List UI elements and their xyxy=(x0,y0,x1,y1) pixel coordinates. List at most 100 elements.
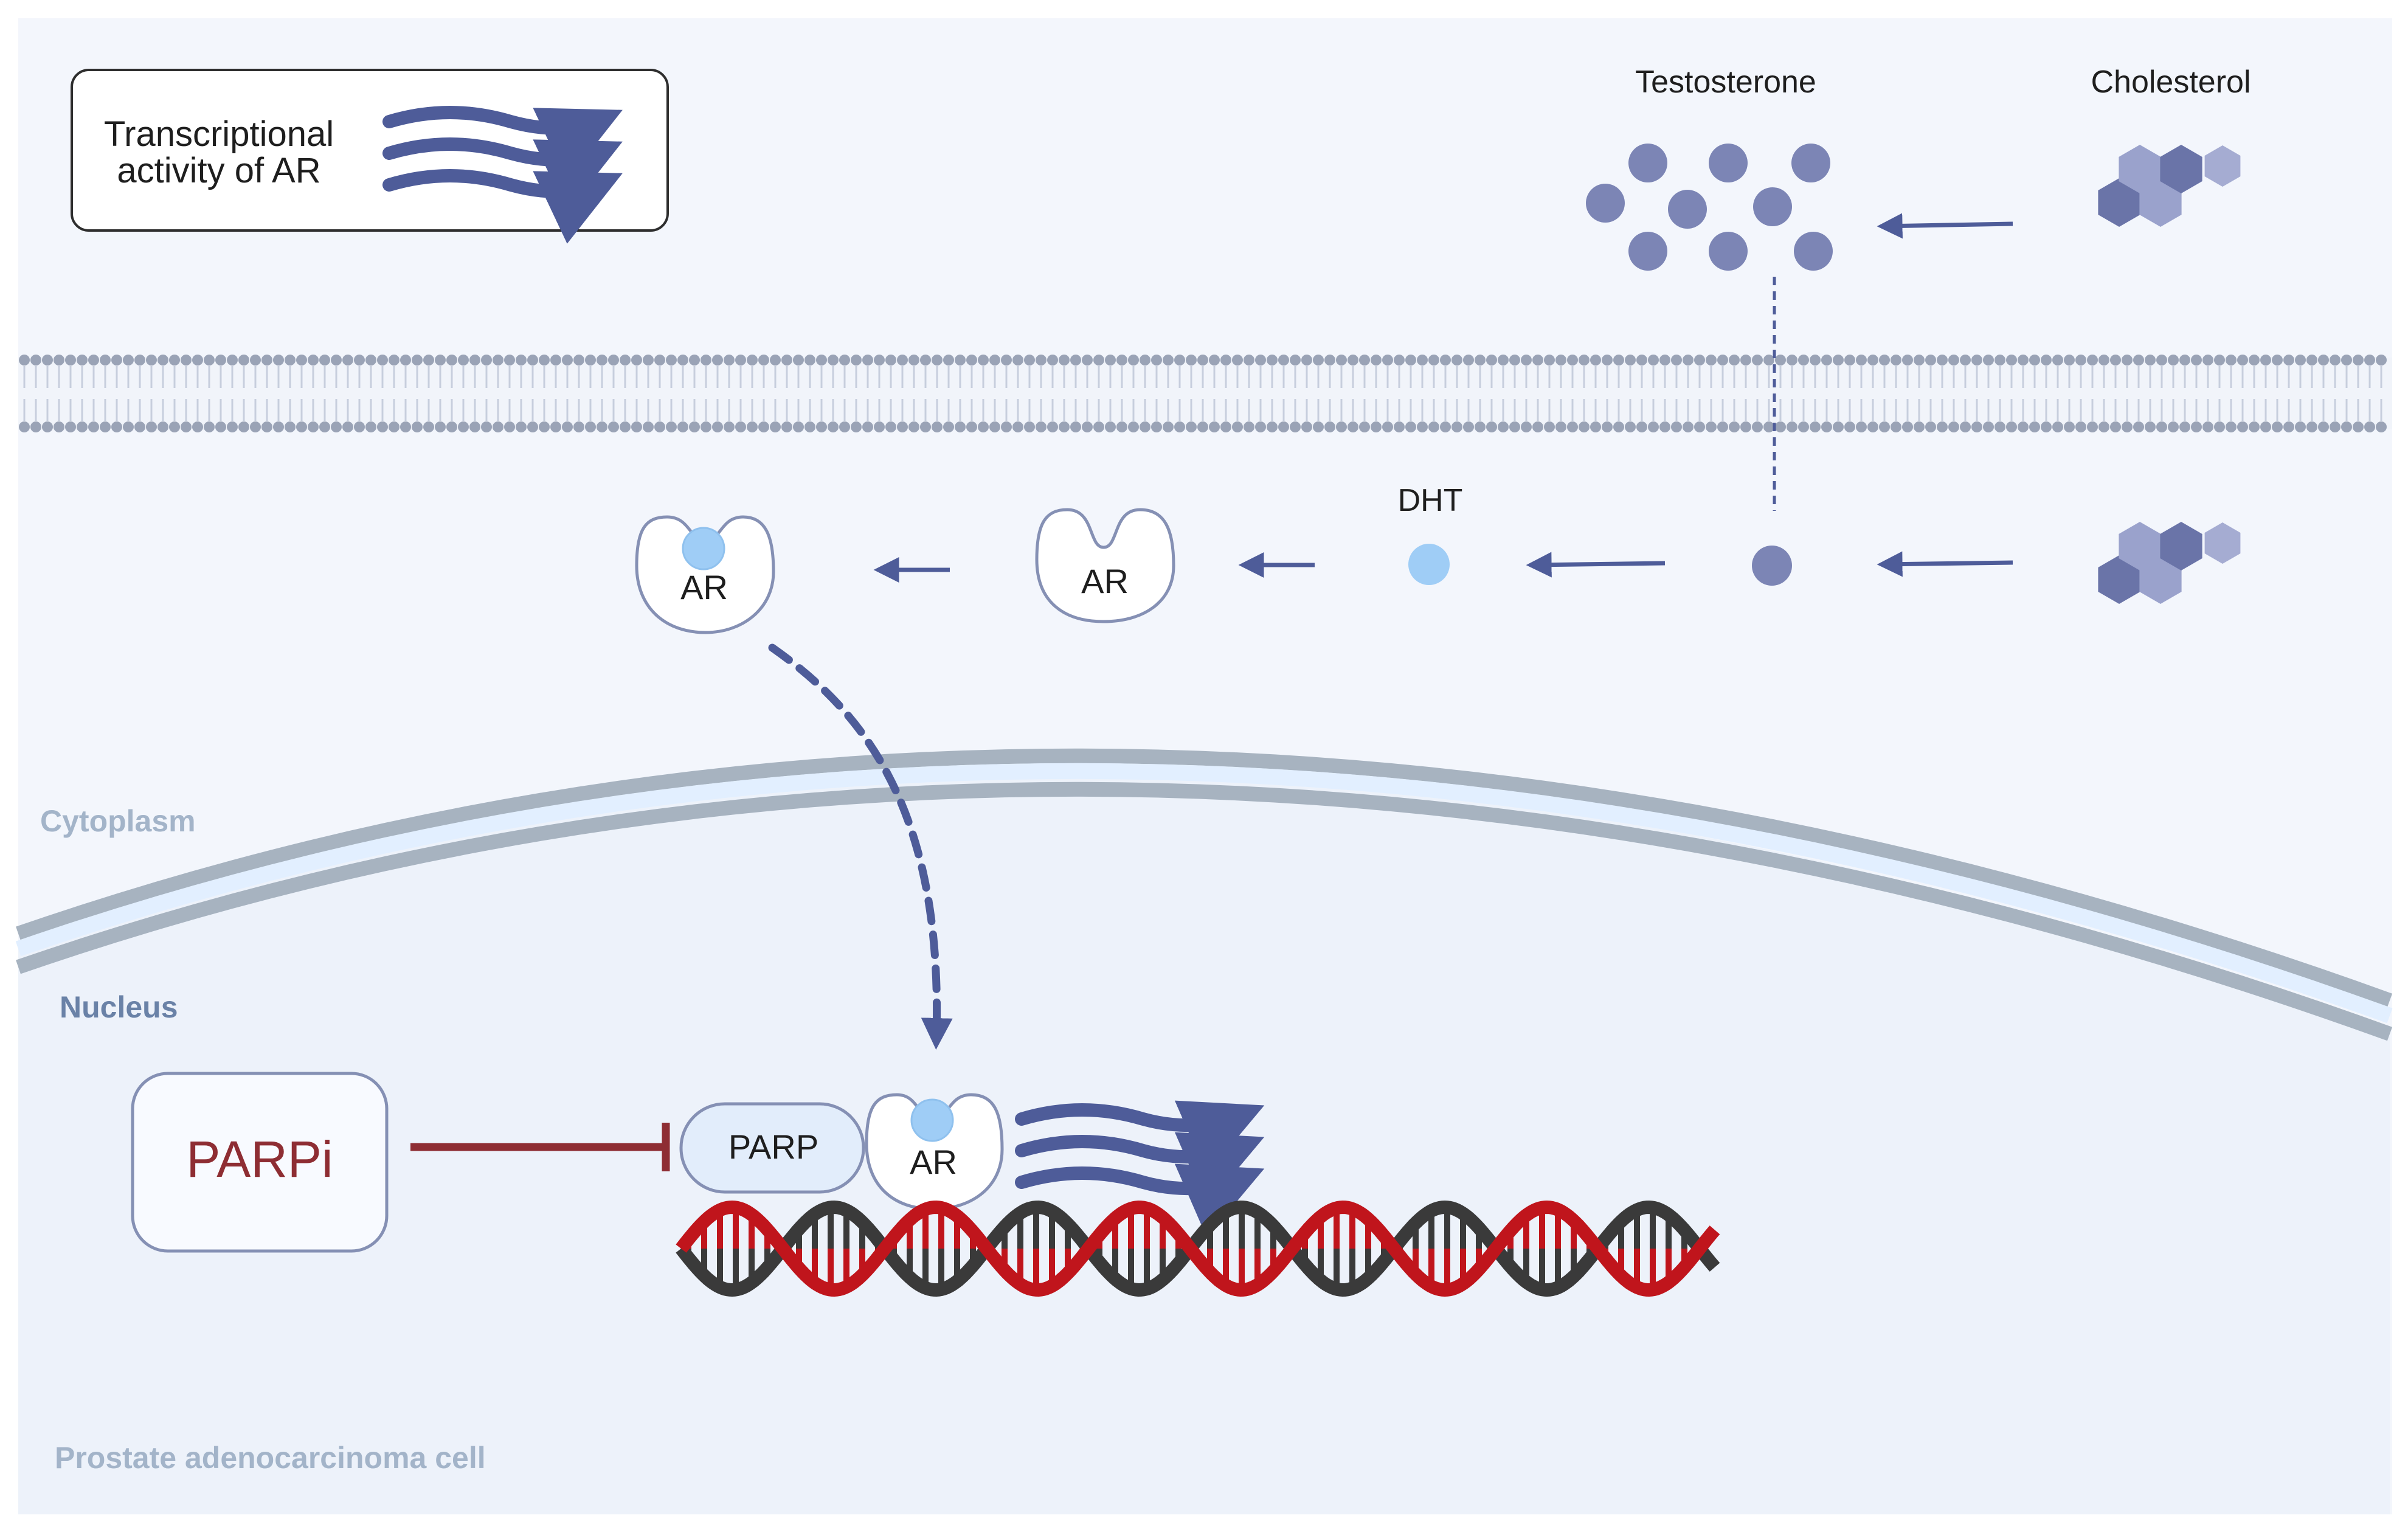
lipid-head xyxy=(1394,355,1405,366)
lipid-head xyxy=(1740,421,1751,432)
lipid-head xyxy=(1209,421,1220,432)
lipid-head xyxy=(342,421,353,432)
lipid-head xyxy=(1833,355,1844,366)
lipid-head xyxy=(1683,421,1694,432)
lipid-head xyxy=(261,421,272,432)
lipid-head xyxy=(1544,421,1555,432)
lipid-head xyxy=(2029,355,2040,366)
lipid-head xyxy=(862,355,873,366)
lipid-head xyxy=(920,421,931,432)
lipid-head xyxy=(2075,421,2086,432)
ar-receptor-nuclear-icon: AR xyxy=(865,1093,1004,1211)
lipid-head xyxy=(1555,421,1566,432)
lipid-head xyxy=(1636,355,1647,366)
lipid-head xyxy=(1197,355,1208,366)
lipid-head xyxy=(1082,421,1093,432)
lipid-head xyxy=(735,355,746,366)
lipid-head xyxy=(1405,355,1416,366)
lipid-head xyxy=(1763,355,1774,366)
lipid-head xyxy=(943,421,954,432)
lipid-head xyxy=(1787,355,1797,366)
lipid-head xyxy=(2179,355,2190,366)
lipid-head xyxy=(1174,421,1185,432)
lipid-head xyxy=(54,421,64,432)
dna-strand-dark xyxy=(676,1200,1720,1297)
lipid-head xyxy=(885,355,896,366)
lipid-head xyxy=(134,421,145,432)
lipid-head xyxy=(308,421,319,432)
lipid-head xyxy=(19,421,30,432)
lipid-head xyxy=(435,355,446,366)
lipid-head xyxy=(2168,421,2179,432)
lipid-head xyxy=(215,421,226,432)
lipid-head xyxy=(1729,421,1740,432)
lipid-head xyxy=(701,421,711,432)
lipid-head xyxy=(2179,421,2190,432)
parpi-label: PARPi xyxy=(186,1131,333,1188)
lipid-head xyxy=(296,355,307,366)
lipid-head xyxy=(1856,355,1867,366)
lipid-head xyxy=(1359,421,1370,432)
lipid-head xyxy=(2306,355,2317,366)
lipid-head xyxy=(2098,421,2109,432)
lipid-head xyxy=(1105,355,1116,366)
lipid-head xyxy=(1417,421,1428,432)
lipid-head xyxy=(1532,421,1543,432)
lipid-head xyxy=(1706,355,1717,366)
lipid-head xyxy=(550,421,561,432)
lipid-head xyxy=(1948,421,1959,432)
lipid-head xyxy=(839,355,850,366)
lipid-head xyxy=(677,355,688,366)
lipid-head xyxy=(885,421,896,432)
lipid-head xyxy=(2249,355,2260,366)
lipid-head xyxy=(1278,421,1289,432)
lipid-head xyxy=(2353,355,2364,366)
lipid-head xyxy=(1290,421,1301,432)
lipid-head xyxy=(1001,421,1012,432)
lipid-head xyxy=(2214,421,2225,432)
lipid-head xyxy=(2156,421,2167,432)
lipid-head xyxy=(1255,421,1266,432)
hexagon-ring xyxy=(2098,555,2140,604)
lipid-head xyxy=(1659,355,1670,366)
lipid-head xyxy=(1186,355,1197,366)
lipid-head xyxy=(2191,355,2202,366)
lipid-head xyxy=(701,355,711,366)
lipid-head xyxy=(1070,355,1081,366)
lipid-head xyxy=(1971,421,1982,432)
dna-strand-red xyxy=(676,1200,1720,1297)
lipid-head xyxy=(1313,421,1324,432)
lipid-head xyxy=(1937,421,1948,432)
lipid-head xyxy=(2018,355,2029,366)
lipid-head xyxy=(342,355,353,366)
lipid-head xyxy=(620,355,631,366)
lipid-head xyxy=(2341,421,2352,432)
lipid-head xyxy=(435,421,446,432)
lipid-head xyxy=(631,355,642,366)
lipid-head xyxy=(181,355,192,366)
lipid-head xyxy=(1267,421,1278,432)
lipid-head xyxy=(712,421,723,432)
lipid-head xyxy=(1463,421,1474,432)
lipid-head xyxy=(1059,421,1070,432)
lipid-head xyxy=(88,421,99,432)
legend-box: Transcriptional activity of AR xyxy=(71,69,669,244)
lipid-head xyxy=(1763,421,1774,432)
lipid-head xyxy=(2237,355,2248,366)
lipid-head xyxy=(1602,421,1613,432)
lipid-head xyxy=(1740,355,1751,366)
lipid-head xyxy=(65,355,76,366)
lipid-head xyxy=(1244,421,1254,432)
lipid-head xyxy=(816,421,827,432)
lipid-head xyxy=(412,355,423,366)
lipid-head xyxy=(1220,355,1231,366)
lipid-head xyxy=(2364,355,2375,366)
lipid-head xyxy=(238,355,249,366)
cell-label: Prostate adenocarcinoma cell xyxy=(55,1441,486,1475)
lipid-head xyxy=(2226,355,2237,366)
lipid-head xyxy=(1405,421,1416,432)
lipid-head xyxy=(1717,421,1728,432)
lipid-head xyxy=(308,355,319,366)
lipid-head xyxy=(1451,355,1462,366)
lipid-head xyxy=(804,355,815,366)
